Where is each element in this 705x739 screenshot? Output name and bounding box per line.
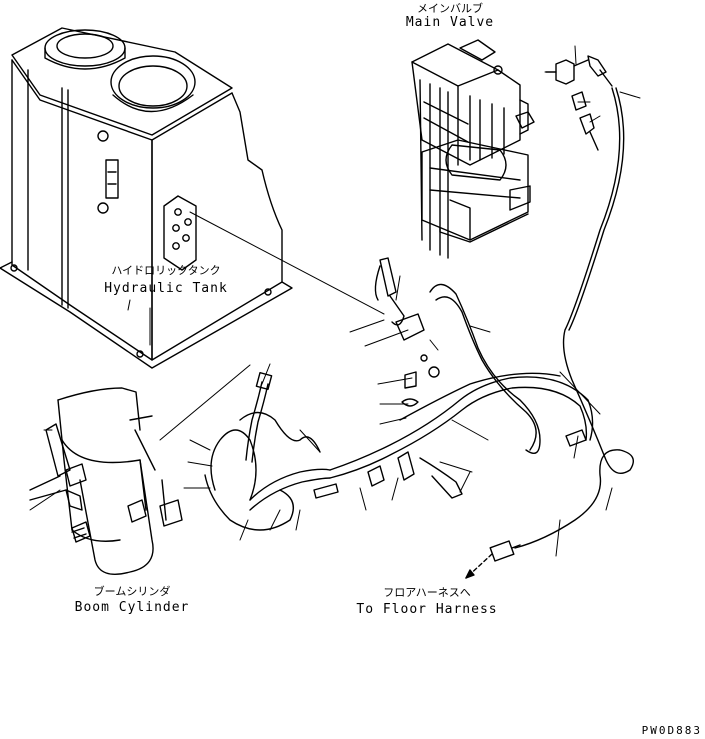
boom-cylinder-label-en: Boom Cylinder — [74, 600, 190, 615]
hose-routing-drawing — [204, 87, 634, 562]
leader-lines — [29, 45, 641, 557]
boom-cylinder-label-jp: ブームシリンダ — [93, 585, 171, 598]
floor-harness-label-en: To Floor Harness — [356, 602, 498, 617]
boom-cylinder-drawing — [29, 387, 183, 575]
main-valve-drawing — [411, 39, 613, 259]
main-valve-label-jp: メインバルブ — [417, 2, 483, 15]
drawing-code: PW0D883 — [641, 724, 702, 737]
floor-harness-label-jp: フロアハーネスへ — [383, 586, 471, 599]
hydraulic-tank-label-jp: ハイドロリックタンク — [111, 264, 221, 277]
hydraulic-tank-label-en: Hydraulic Tank — [104, 281, 228, 296]
hydraulic-tank-drawing — [0, 27, 293, 369]
floor-harness-arrow — [465, 553, 493, 579]
main-valve-label-en: Main Valve — [405, 15, 495, 30]
